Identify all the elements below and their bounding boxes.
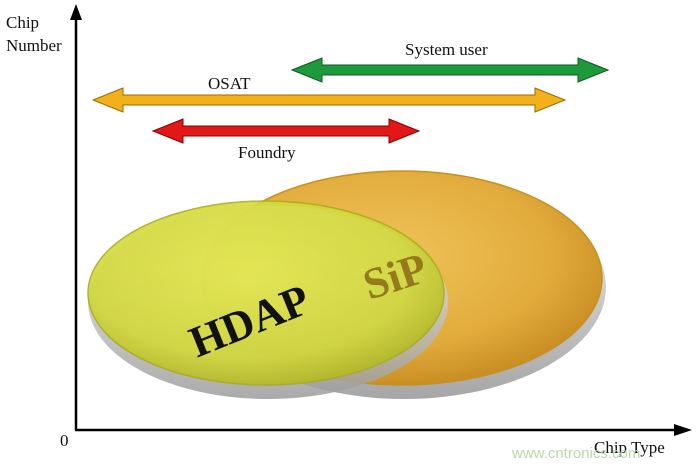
x-axis-title: Chip Type	[594, 438, 665, 457]
x-axis-arrowhead	[674, 424, 692, 436]
watermark: www.cntronics.com	[511, 445, 640, 462]
system-user-label: System user	[405, 40, 488, 59]
origin-label: 0	[60, 431, 69, 450]
y-axis-arrowhead	[70, 4, 82, 20]
osat-label: OSAT	[208, 74, 251, 93]
y-axis-title-line2: Number	[6, 36, 62, 55]
system-user-arrow	[290, 57, 610, 83]
osat-arrow	[91, 87, 567, 113]
foundry-arrow	[151, 118, 421, 144]
foundry-label: Foundry	[238, 143, 296, 162]
hdap-disc	[87, 200, 448, 399]
y-axis-title-line1: Chip	[6, 13, 39, 32]
